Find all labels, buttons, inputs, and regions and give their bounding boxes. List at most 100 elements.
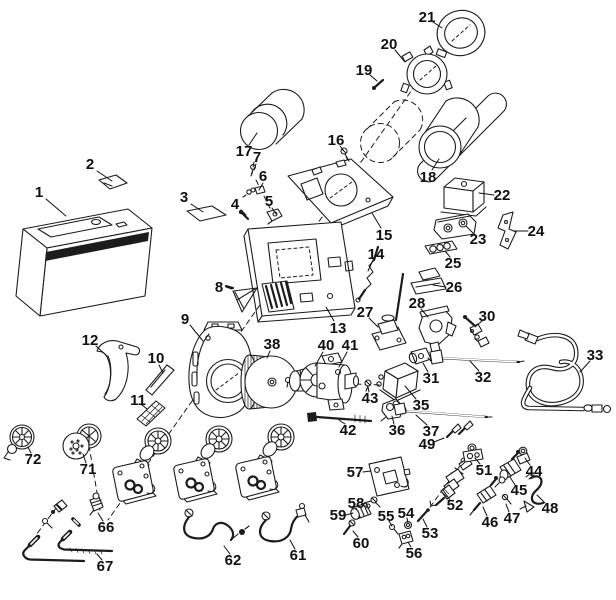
part-60-label: 60 (353, 535, 370, 552)
part-37-leader (415, 414, 428, 426)
part-12-duct (96, 340, 141, 402)
part-19-label: 19 (356, 62, 373, 79)
part-43-screw (364, 379, 372, 392)
part-13-label: 13 (330, 320, 347, 337)
part-11-label: 11 (130, 392, 146, 409)
part-58-leader (363, 500, 372, 504)
part-56-label: 56 (406, 545, 423, 562)
part-20-label: 20 (381, 36, 398, 53)
part-2-label: 2 (86, 156, 94, 173)
part-11-mesh (136, 400, 166, 427)
part-66-connector (89, 492, 104, 516)
part-2-bracket (98, 174, 128, 190)
part-9-leader (189, 324, 204, 342)
part-33-label: 33 (587, 347, 604, 364)
part-12-label: 12 (82, 332, 99, 349)
part-52-label: 52 (447, 497, 464, 514)
part-72-leader (27, 446, 32, 454)
part-9-label: 9 (181, 311, 189, 328)
part-55-label: 55 (378, 508, 395, 525)
part-4-label: 4 (231, 196, 240, 213)
part-30-leader (474, 320, 483, 328)
part-24-bracket (497, 211, 517, 250)
part-45-label: 45 (511, 482, 528, 499)
part-14-label: 14 (368, 246, 385, 263)
part-46-label: 46 (482, 514, 499, 531)
part-2-leader (96, 170, 113, 182)
part-56-block (398, 530, 414, 549)
part-59-plug (350, 502, 372, 520)
part-4-screw (238, 209, 250, 221)
part-7-leader (253, 163, 257, 171)
part-30-label: 30 (479, 308, 496, 325)
part-71-label: 71 (80, 461, 97, 478)
part-35-leader (404, 385, 417, 400)
part-19-leader (369, 74, 378, 82)
part-30-fasteners (463, 315, 490, 348)
part-37-rod (393, 402, 493, 419)
part-15-label: 15 (376, 227, 393, 244)
part-42-bolt (307, 412, 373, 424)
part-55-screw (388, 523, 399, 535)
part-67-leader (96, 553, 103, 561)
part-3-leader (190, 203, 204, 213)
part-49-leader (433, 437, 445, 443)
part-25-plate (424, 240, 458, 255)
part-25-leader (444, 250, 451, 258)
part-19-screw (372, 78, 385, 90)
part-41-label: 41 (342, 337, 359, 354)
assembly-2 (172, 424, 234, 504)
part-9-blower-housing (188, 321, 253, 419)
part-23-connector (433, 213, 477, 240)
part-59-leader (345, 512, 354, 516)
part-22-label: 22 (494, 187, 511, 204)
part-6-fitting (242, 185, 266, 198)
part-10-leader (158, 364, 164, 374)
part-21-label: 21 (419, 9, 436, 26)
part-31-fitting (408, 347, 434, 365)
part-23-label: 23 (470, 231, 487, 248)
part-8-bracket (224, 284, 258, 313)
part-66-leader (97, 512, 104, 522)
part-61-label: 61 (290, 547, 307, 564)
part-18-canister (418, 97, 480, 169)
part-32-leader (469, 360, 480, 372)
part-42-leader (338, 419, 346, 425)
part-33-cable (517, 329, 612, 414)
part-35-box (376, 362, 421, 402)
part-42-label: 42 (340, 422, 357, 439)
part-16-screw (340, 147, 350, 162)
part-5-clip (266, 208, 283, 225)
part-38-drum (240, 354, 298, 410)
part-3-plate (186, 205, 227, 222)
part-1-label: 1 (35, 184, 43, 201)
part-10-label: 10 (148, 350, 165, 367)
part-67-label: 67 (97, 558, 114, 575)
part-51-fitting (460, 443, 484, 467)
part-62-wire (183, 508, 250, 542)
part-31-leader (422, 362, 429, 373)
part-27-leader (368, 317, 379, 328)
part-41-leader (338, 351, 348, 368)
part-20-leader (394, 49, 406, 63)
part-38-label: 38 (264, 336, 281, 353)
part-36-label: 36 (389, 422, 406, 439)
part-58-label: 58 (348, 495, 365, 512)
part-59-label: 59 (330, 507, 347, 524)
part-33-leader (579, 360, 591, 373)
part-13-leader (325, 306, 335, 322)
part-57-leader (362, 470, 372, 473)
part-54-leader (406, 517, 409, 524)
part-72-label: 72 (25, 451, 42, 468)
part-14-leader (367, 259, 374, 272)
part-61-wire (259, 502, 310, 543)
part-15-leader (371, 212, 382, 229)
part-5-label: 5 (265, 193, 273, 210)
part-71-leader (82, 453, 87, 464)
part-57-plate (368, 456, 411, 497)
part-14-rod (355, 245, 380, 303)
part-31-label: 31 (423, 370, 440, 387)
part-61-leader (289, 539, 296, 550)
